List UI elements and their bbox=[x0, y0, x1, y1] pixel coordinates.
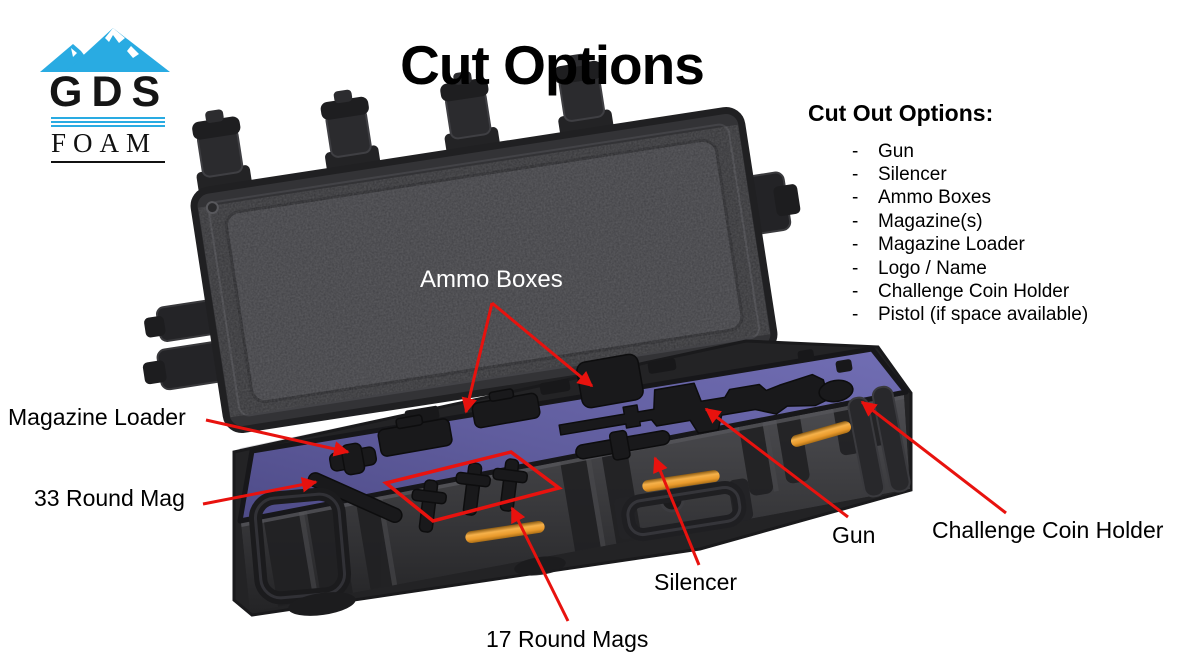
option-item: - Silencer bbox=[852, 164, 947, 186]
option-item: - Ammo Boxes bbox=[852, 187, 991, 209]
option-item: - Gun bbox=[852, 140, 914, 162]
label-gun: Gun bbox=[832, 522, 876, 548]
label-17-round-mags: 17 Round Mags bbox=[486, 626, 649, 652]
logo-rules bbox=[51, 117, 165, 127]
cutout-challenge-coin bbox=[818, 379, 854, 403]
cutout-33-round-mag bbox=[307, 472, 403, 523]
option-item: - Magazine Loader bbox=[852, 234, 1025, 256]
arrow-silencer bbox=[653, 456, 701, 566]
lid-corner-hole bbox=[205, 201, 219, 215]
cutout-silencer bbox=[575, 429, 671, 461]
arrow-magazine-loader bbox=[205, 418, 350, 457]
cutout-17-round-mag-2 bbox=[455, 462, 491, 516]
lid-latch-top-4 bbox=[553, 53, 614, 139]
cutout-ammo-box-1 bbox=[377, 414, 453, 457]
case-lid bbox=[142, 53, 801, 433]
option-item: - Magazine(s) bbox=[852, 210, 983, 232]
options-list: - Gun - Silencer - Ammo Boxes - Magazine… bbox=[852, 140, 1088, 327]
label-33-round-mag: 33 Round Mag bbox=[34, 485, 185, 511]
orange-accents bbox=[465, 421, 852, 544]
front-handle bbox=[613, 478, 754, 542]
logo-sub-brand-text: FOAM bbox=[51, 130, 165, 163]
end-bumpers bbox=[847, 385, 911, 498]
brand-logo: GDS FOAM bbox=[35, 24, 185, 163]
label-challenge-coin-holder: Challenge Coin Holder bbox=[932, 517, 1164, 543]
lid-latch-left-1 bbox=[144, 299, 219, 342]
label-ammo-boxes: Ammo Boxes bbox=[420, 266, 563, 293]
side-handle bbox=[248, 487, 352, 605]
arrow-17-round-mags bbox=[510, 506, 570, 622]
option-item: - Challenge Coin Holder bbox=[852, 281, 1070, 303]
option-item: - Logo / Name bbox=[852, 257, 987, 279]
label-silencer: Silencer bbox=[654, 569, 738, 595]
arrow-ammo-boxes-right bbox=[491, 301, 594, 388]
arrow-ammo-boxes-left bbox=[461, 302, 494, 414]
arrow-challenge-coin-holder bbox=[860, 400, 1007, 515]
arrow-gun bbox=[704, 407, 849, 519]
annotation-arrows bbox=[202, 301, 1007, 622]
lid-latch-top-2 bbox=[320, 89, 381, 174]
option-item: - Pistol (if space available) bbox=[852, 304, 1089, 326]
options-heading: Cut Out Options: bbox=[808, 100, 994, 126]
label-magazine-loader: Magazine Loader bbox=[8, 404, 186, 430]
mountain-icon bbox=[40, 28, 170, 72]
arrow-33-round-mag bbox=[202, 477, 318, 506]
logo-brand-text: GDS bbox=[49, 68, 170, 116]
page-title: Cut Options bbox=[400, 33, 705, 96]
cutout-ammo-box-2 bbox=[471, 388, 541, 429]
highlight-rect-17-round-mags bbox=[382, 450, 563, 523]
